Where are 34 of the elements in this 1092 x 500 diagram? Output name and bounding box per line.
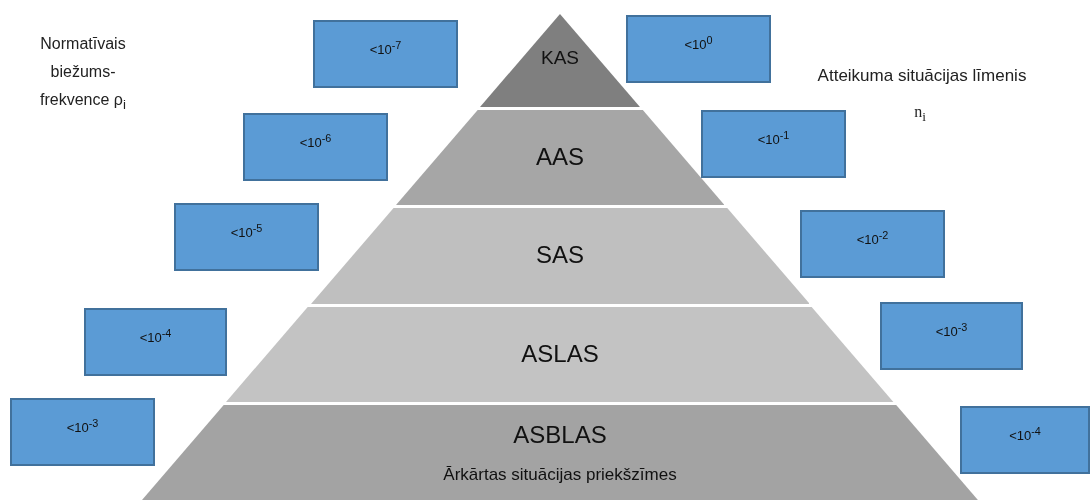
probability-value: <10$^{-1}$ bbox=[757, 129, 790, 148]
axis-title: Normatīvais biežums- frekvence ρ$_{i}$ bbox=[39, 34, 127, 115]
value-box bbox=[243, 113, 388, 181]
axis-title: Atteikuma situācijas līmenis bbox=[816, 66, 1028, 87]
pyramid-level bbox=[395, 110, 725, 205]
pyramid-level bbox=[310, 208, 810, 304]
probability-value: <10$^{-3}$ bbox=[935, 321, 968, 340]
level-title: SAS bbox=[535, 241, 584, 268]
level-title: KAS bbox=[540, 47, 579, 68]
pyramid-level bbox=[142, 405, 978, 500]
probability-value: <10$^{0}$ bbox=[684, 34, 713, 53]
probability-value: <10$^{-2}$ bbox=[856, 229, 889, 248]
pyramid-level bbox=[226, 307, 894, 402]
value-box bbox=[313, 20, 458, 88]
value-box bbox=[880, 302, 1023, 370]
level-title: ASBLAS bbox=[513, 421, 607, 448]
probability-value: <10$^{-7}$ bbox=[369, 39, 402, 58]
probability-value: <10$^{-6}$ bbox=[299, 132, 332, 151]
value-box bbox=[10, 398, 155, 466]
level-title: ASLAS bbox=[521, 340, 599, 367]
value-box bbox=[174, 203, 319, 271]
level-title: AAS bbox=[535, 143, 584, 170]
value-box bbox=[84, 308, 227, 376]
pyramid-level bbox=[480, 14, 640, 107]
probability-value: <10$^{-5}$ bbox=[230, 222, 263, 241]
value-box bbox=[800, 210, 945, 278]
probability-value: <10$^{-4}$ bbox=[139, 327, 172, 346]
level-subtitle: Ārkārtas situācijas priekšzīmes bbox=[443, 465, 677, 484]
probability-value: <10$^{-4}$ bbox=[1009, 425, 1041, 444]
value-box bbox=[960, 406, 1090, 474]
value-box bbox=[626, 15, 771, 83]
axis-symbol: n$_{i}$ bbox=[913, 102, 927, 126]
probability-value: <10$^{-3}$ bbox=[66, 417, 99, 436]
value-box bbox=[701, 110, 846, 178]
